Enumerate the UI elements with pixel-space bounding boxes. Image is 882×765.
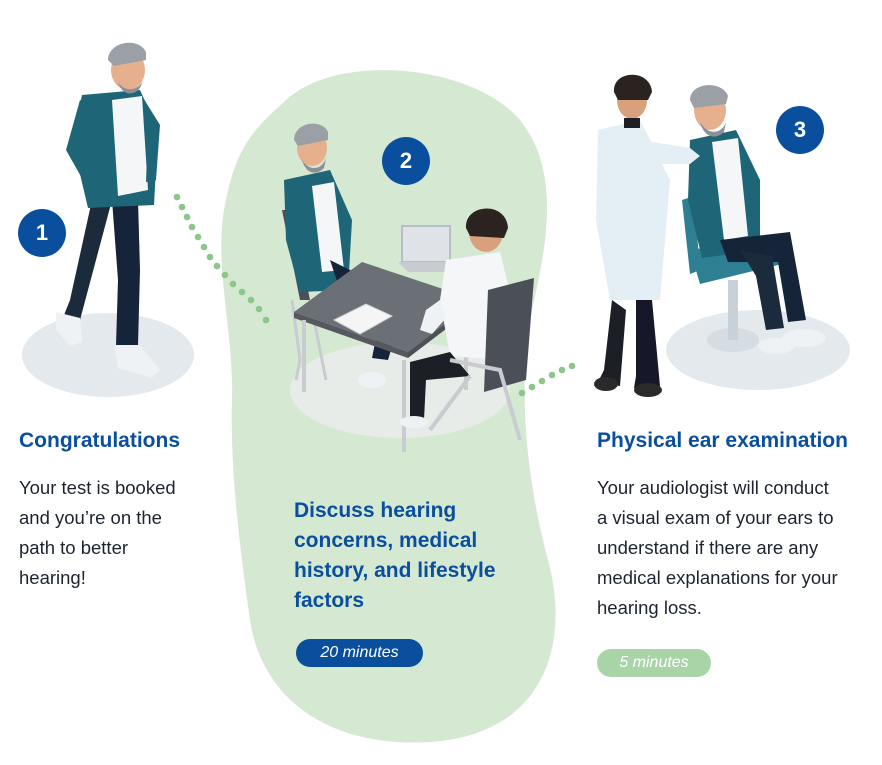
step-2-title-line: factors [294, 589, 365, 612]
step-2-title-line: history, and lifestyle [294, 559, 496, 582]
step-3-description-line: medical explanations for your [597, 567, 838, 588]
step-3-description-line: a visual exam of your ears to [597, 507, 834, 528]
step-2-title: Discuss hearing concerns, medical histor… [294, 496, 496, 616]
consultation-table-icon [282, 123, 534, 452]
step-1-description: Your test is booked and you’re on the pa… [19, 473, 176, 593]
step-2-title-line: concerns, medical [294, 529, 478, 552]
step-1-title: Congratulations [19, 429, 180, 452]
step-2-duration-pill: 20 minutes [296, 639, 423, 667]
step-2-title-line: Discuss hearing [294, 499, 457, 522]
step-3-description-line: Your audiologist will conduct [597, 477, 829, 498]
step-1-description-line: hearing! [19, 567, 86, 588]
dotted-connector-1-2 [173, 193, 270, 324]
step-1-badge: 1 [18, 209, 66, 257]
step-3-title: Physical ear examination [597, 429, 848, 452]
step-1-description-line: Your test is booked [19, 477, 176, 498]
step-3-description-line: hearing loss. [597, 597, 702, 618]
step-1-description-line: path to better [19, 537, 129, 558]
ear-exam-icon [594, 74, 850, 397]
step-3-description: Your audiologist will conduct a visual e… [597, 473, 838, 623]
step-1-description-line: and you’re on the [19, 507, 162, 528]
dotted-connector-2-3 [518, 362, 576, 397]
step-2-badge: 2 [382, 137, 430, 185]
walking-man-icon [22, 42, 194, 397]
step-3-duration-pill: 5 minutes [597, 649, 711, 677]
step-3-badge: 3 [776, 106, 824, 154]
step-3-description-line: understand if there are any [597, 537, 819, 558]
